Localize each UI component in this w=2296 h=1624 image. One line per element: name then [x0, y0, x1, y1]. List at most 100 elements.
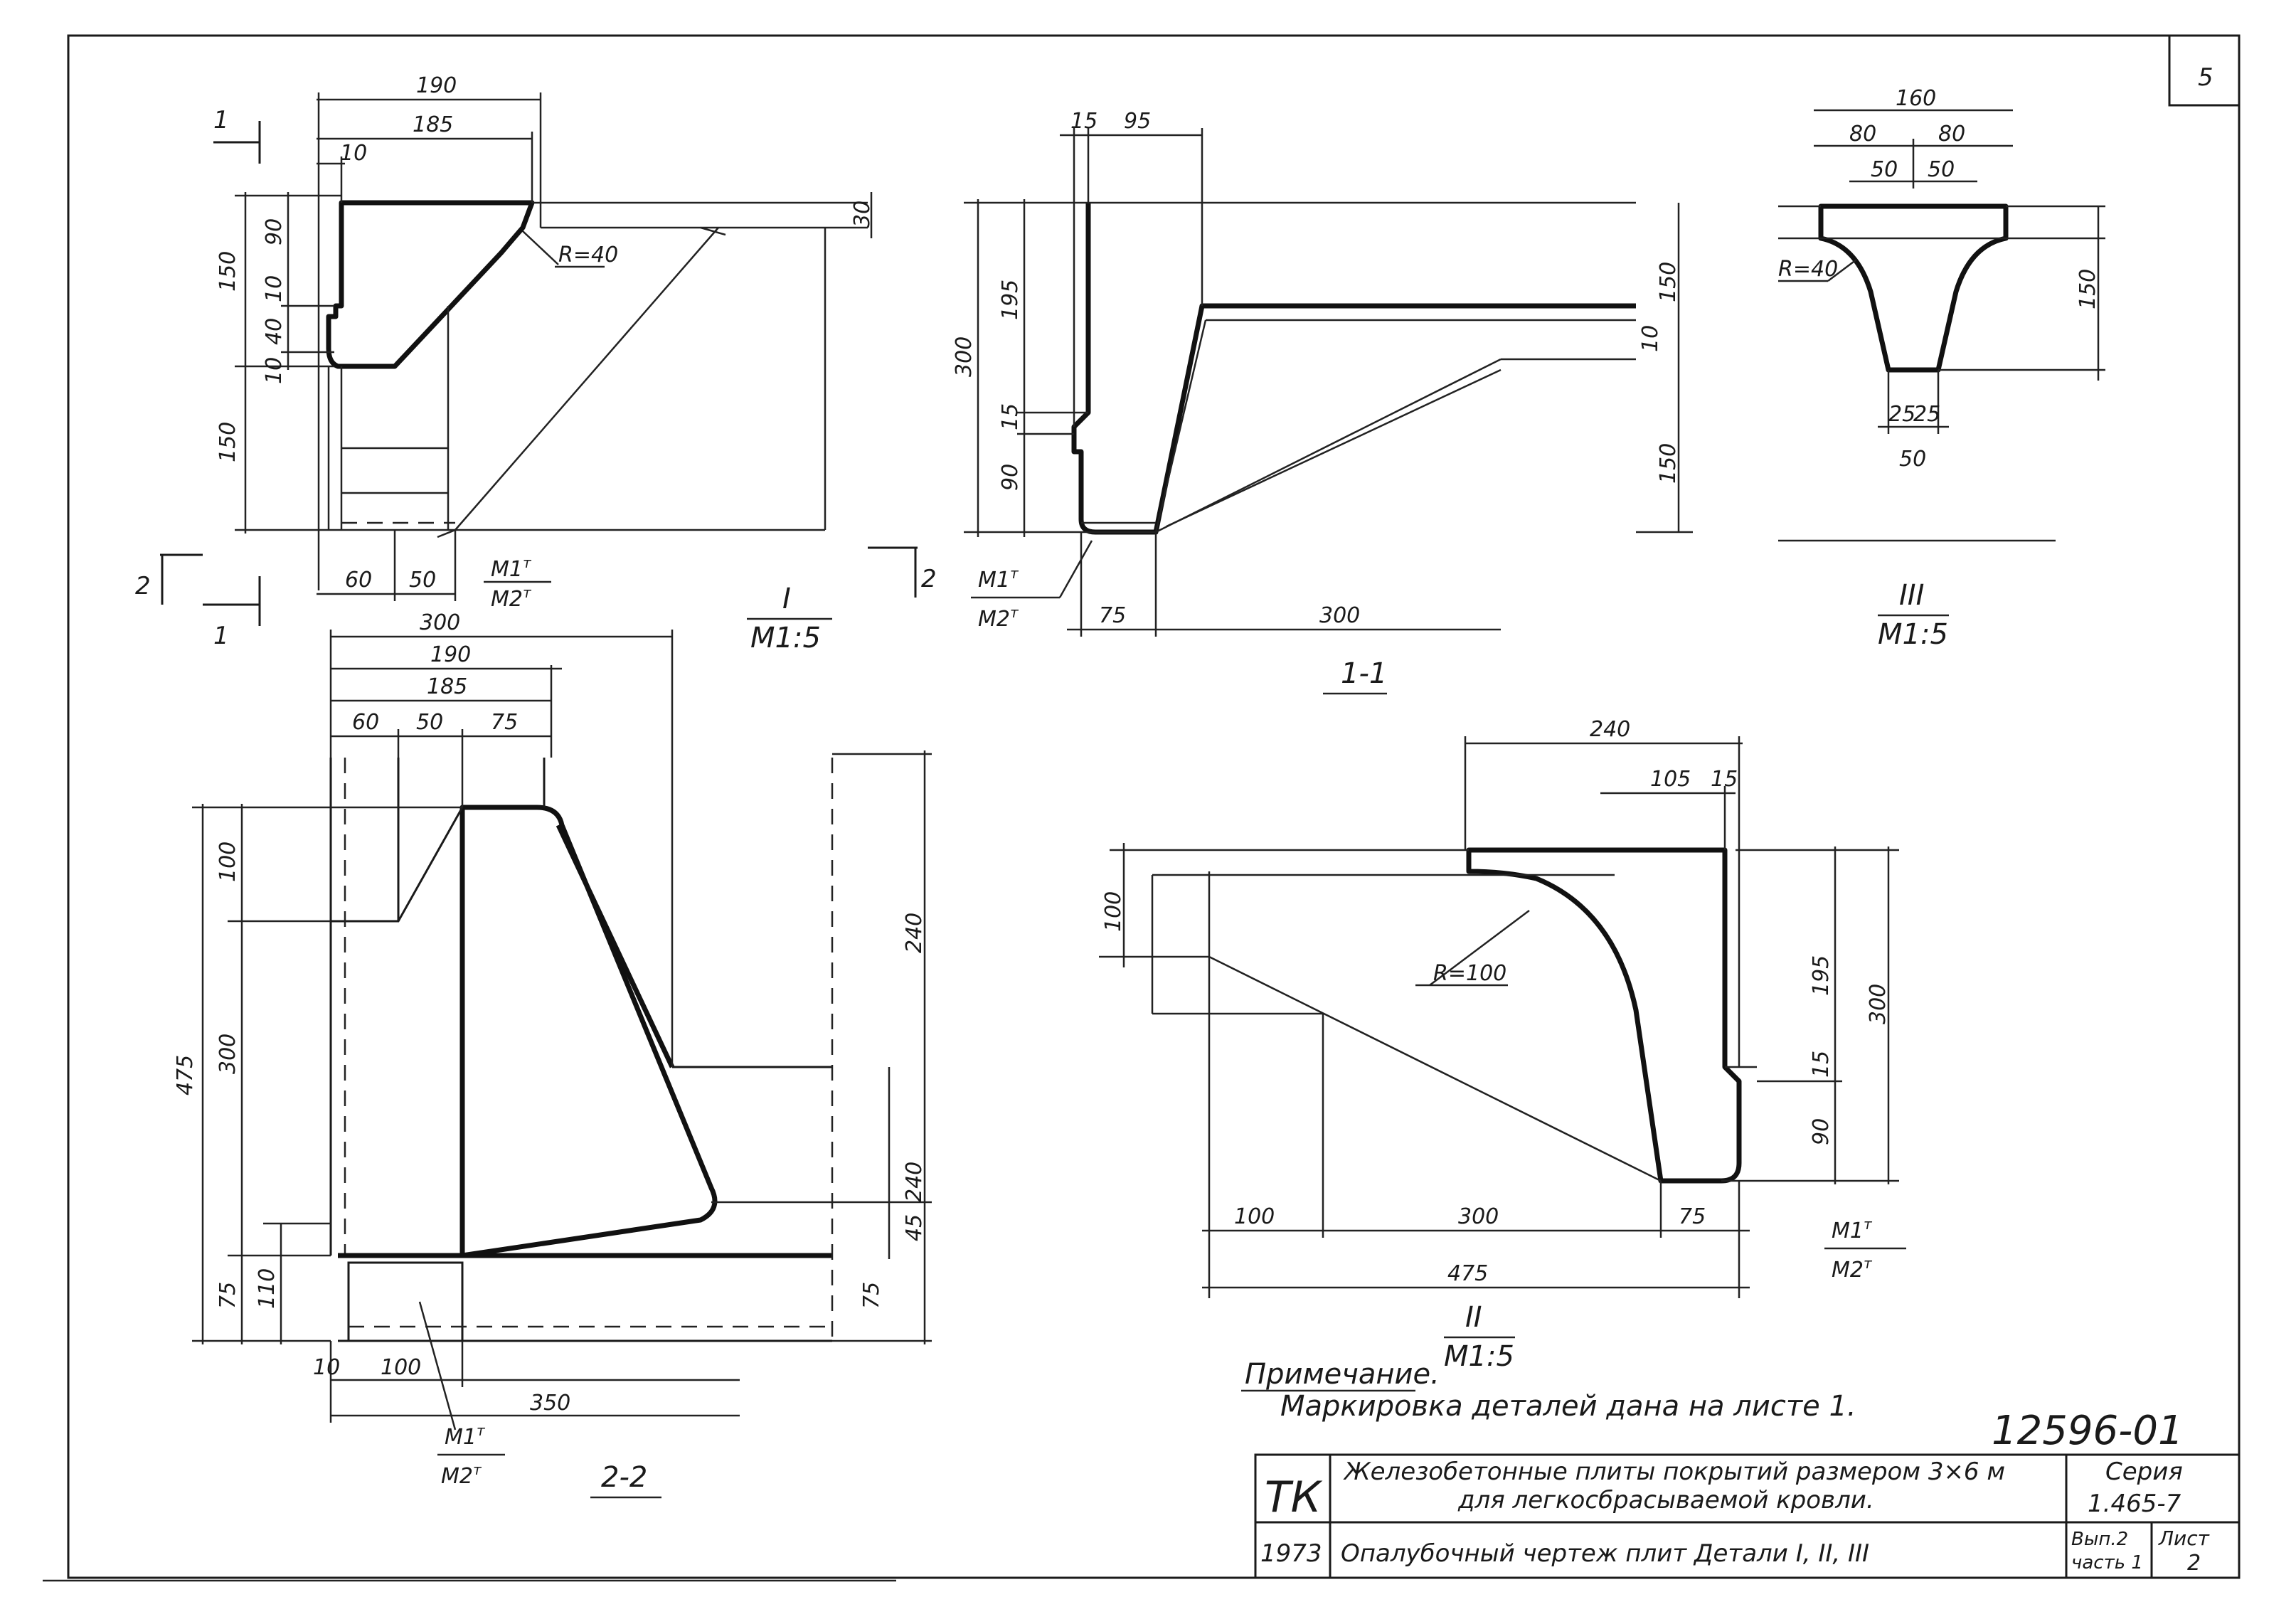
- d3-scale: M1:5: [1878, 618, 1948, 651]
- note-text: Маркировка деталей дана на листе 1.: [1280, 1390, 1856, 1423]
- s22-dim-475: 475: [173, 1055, 198, 1095]
- d3-dim-50c: 50: [1899, 447, 1926, 472]
- detail-2: 240 105 15 100 195 300 15 90 100 300 75 …: [1099, 717, 1906, 1373]
- s22-mark-bottom: M2т: [441, 1461, 482, 1489]
- s22-title: 2-2: [601, 1461, 647, 1494]
- section-2-2-contour: [459, 805, 718, 1258]
- d1-mark-bottom: M2т: [491, 584, 532, 612]
- d3-dim-160: 160: [1896, 86, 1936, 111]
- s11-dim-300: 300: [952, 336, 977, 377]
- d3-dim-25b: 25: [1913, 402, 1940, 427]
- tb-part: часть 1: [2071, 1552, 2143, 1573]
- section-2-2: 300 190 185 60 50 75 475 100 300 75 110 …: [173, 610, 932, 1499]
- tb-org: ТК: [1265, 1472, 1323, 1522]
- tb-series-label: Серия: [2105, 1458, 2183, 1486]
- s22-dim-240a: 240: [902, 913, 927, 953]
- s22-dim-185: 185: [427, 674, 467, 699]
- s11-mark-bottom: M2т: [978, 604, 1019, 632]
- s22-dim-45: 45: [902, 1214, 927, 1241]
- s11-dim-15: 15: [1070, 109, 1097, 134]
- detail-1-contour: [326, 200, 535, 369]
- s22-dim-240b: 240: [902, 1162, 927, 1202]
- d1-dim-30: 30: [850, 201, 875, 228]
- detail-1: 190 185 10 150 90 10 40 10 150 30 60 50 …: [135, 73, 937, 654]
- s22-mark-top: M1т: [445, 1422, 486, 1450]
- s22-dim-50: 50: [416, 710, 443, 735]
- s22-dim-100: 100: [216, 842, 240, 882]
- d1-dim-90: 90: [262, 218, 287, 245]
- d2-dim-100b: 100: [1234, 1204, 1275, 1229]
- s11-dim-90: 90: [998, 464, 1023, 491]
- note-heading: Примечание.: [1245, 1358, 1440, 1391]
- d2-dim-300b: 300: [1458, 1204, 1499, 1229]
- d2-dim-240: 240: [1590, 717, 1630, 742]
- d2-dim-90: 90: [1809, 1118, 1834, 1145]
- tb-year: 1973: [1260, 1539, 1322, 1568]
- d3-radius: R=40: [1778, 257, 1838, 282]
- d2-mark-top: M1т: [1832, 1216, 1873, 1243]
- d1-dim-185: 185: [413, 112, 453, 137]
- d1-dim-150a: 150: [216, 251, 240, 292]
- tb-title-line1: Железобетонные плиты покрытий размером 3…: [1343, 1458, 2005, 1486]
- d2-scale: M1:5: [1444, 1340, 1514, 1373]
- s22-dim-100: 100: [381, 1355, 421, 1380]
- d2-dim-15: 15: [1711, 767, 1738, 792]
- d2-dim-475: 475: [1447, 1261, 1488, 1286]
- d2-dim-105: 105: [1650, 767, 1691, 792]
- d1-dim-40: 40: [262, 318, 287, 345]
- d2-dim-100: 100: [1101, 891, 1126, 932]
- tb-sheet-value: 2: [2187, 1551, 2201, 1576]
- d1-scale: M1:5: [750, 622, 821, 654]
- s22-dim-300b: 300: [216, 1034, 240, 1074]
- d3-dim-80b: 80: [1938, 122, 1965, 147]
- d1-dim-190: 190: [416, 73, 457, 98]
- d1-dim-150b: 150: [216, 422, 240, 462]
- detail-3-contour: [1818, 203, 2009, 373]
- s22-dim-190: 190: [430, 642, 471, 667]
- s11-dim-150b: 150: [1656, 443, 1681, 484]
- detail-1-diagonal: [455, 227, 719, 531]
- s22-dim-110: 110: [255, 1268, 280, 1309]
- detail-3: 160 80 80 50 50 150 R=40 25 25 50 III M1…: [1778, 86, 2105, 651]
- s22-dim-75: 75: [491, 710, 518, 735]
- s11-dim-75: 75: [1099, 603, 1126, 628]
- s11-dim-300b: 300: [1319, 603, 1360, 628]
- s11-dim-15v: 15: [998, 403, 1023, 430]
- d3-title: III: [1899, 579, 1924, 612]
- detail-1-diag-tip: [700, 226, 726, 236]
- sheet-frame: [67, 34, 2241, 1579]
- s22-dim-60: 60: [352, 710, 379, 735]
- d2-radius: R=100: [1433, 961, 1506, 986]
- title-block: ТК Железобетонные плиты покрытий размеро…: [1254, 1453, 2241, 1579]
- s11-dim-195: 195: [998, 280, 1023, 320]
- s22-dim-75b: 75: [216, 1282, 240, 1309]
- svg-text:2: 2: [921, 565, 937, 593]
- tb-series-value: 1.465-7: [2088, 1490, 2181, 1518]
- d1-dim-60: 60: [345, 568, 372, 593]
- d1-dim-50: 50: [409, 568, 436, 593]
- d3-dim-80a: 80: [1849, 122, 1876, 147]
- s22-dim-350: 350: [530, 1391, 570, 1416]
- tb-drawing-name: Опалубочный чертеж плит Детали I, II, II…: [1341, 1539, 1869, 1568]
- d1-mark-top: M1т: [491, 554, 532, 582]
- d2-dim-195: 195: [1809, 955, 1834, 996]
- d1-radius: R=40: [558, 243, 618, 267]
- s22-dim-10: 10: [313, 1355, 340, 1380]
- s11-dim-150a: 150: [1656, 262, 1681, 302]
- s11-title: 1-1: [1341, 657, 1387, 690]
- d3-dim-50b: 50: [1928, 157, 1955, 182]
- s22-dim-75c: 75: [859, 1282, 884, 1309]
- d1-dim-10b: 10: [262, 357, 287, 384]
- s11-mark-top: M1т: [978, 565, 1019, 593]
- d3-dim-150: 150: [2076, 269, 2100, 309]
- d1-dim-10a: 10: [262, 275, 287, 302]
- d2-title: II: [1465, 1301, 1482, 1334]
- d3-dim-25a: 25: [1888, 402, 1915, 427]
- svg-text:2: 2: [135, 572, 151, 600]
- svg-text:1: 1: [213, 106, 229, 134]
- s11-dim-95: 95: [1124, 109, 1151, 134]
- tb-title-line2: для легкосбрасываемой кровли.: [1457, 1486, 1874, 1514]
- s11-dim-10: 10: [1638, 325, 1663, 352]
- section-1-1: 15 95 300 195 15 90 150 10 150 75 300 M1…: [952, 109, 1693, 695]
